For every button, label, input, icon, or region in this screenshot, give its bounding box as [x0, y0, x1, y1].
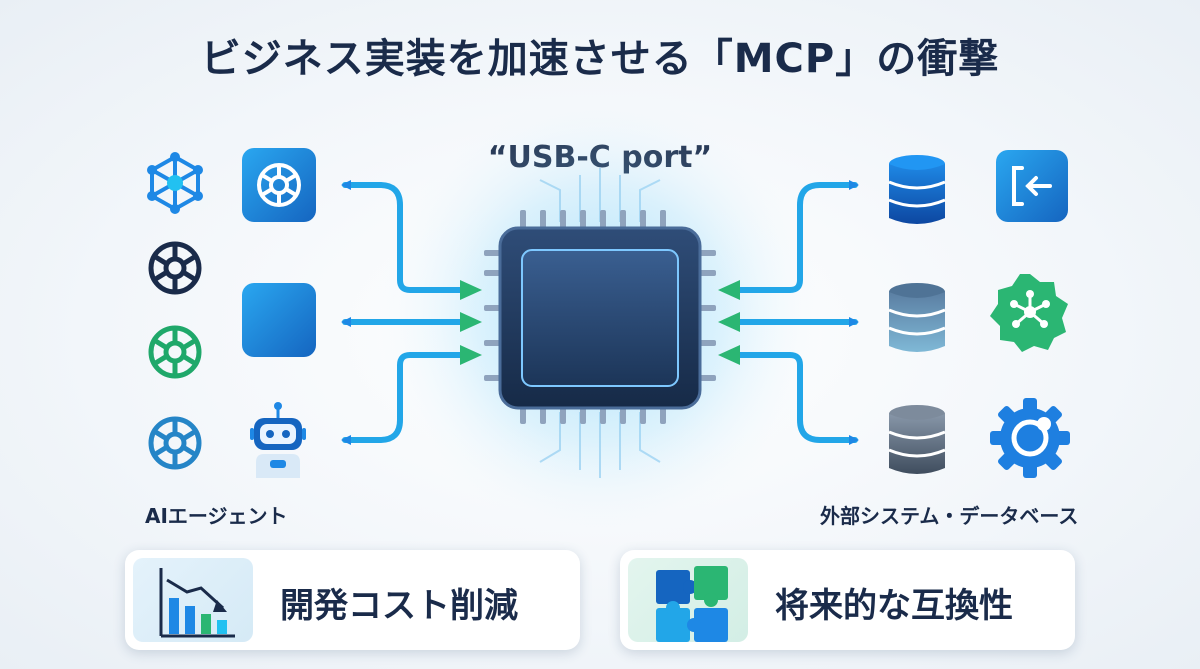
- benefit-icon-box: [133, 558, 253, 642]
- chip-sublabel: (共通規格): [550, 348, 650, 372]
- benefit-card-cost: 開発コスト削減: [125, 550, 580, 650]
- gear-icon: [990, 398, 1070, 478]
- robot-icon: [250, 402, 306, 478]
- database-icon: [888, 405, 946, 474]
- hub-gear-icon: [990, 274, 1068, 352]
- benefit-icon-box: [628, 558, 748, 642]
- benefit-label: 開発コスト削減: [280, 586, 518, 626]
- right-connectors: [727, 180, 859, 445]
- benefit-card-compat: 将来的な互換性: [620, 550, 1075, 650]
- left-input-arrows: [460, 280, 482, 365]
- ai-badge-text: AI: [259, 296, 299, 336]
- chip-label: MCP: [546, 290, 654, 339]
- external-systems-label: 外部システム・データベース: [820, 504, 1079, 528]
- right-input-arrows: [718, 280, 740, 365]
- benefit-label: 将来的な互換性: [775, 586, 1013, 626]
- database-icon: [888, 283, 946, 352]
- page-title: ビジネス実装を加速させる「MCP」の衝撃: [200, 36, 1000, 82]
- left-connectors: [341, 180, 475, 445]
- openai-logo-icon: [148, 416, 202, 470]
- ai-agent-label: AIエージェント: [145, 504, 288, 528]
- openai-logo-icon: [148, 241, 202, 295]
- usb-c-subtitle: “USB-C port”: [487, 140, 713, 175]
- openai-logo-icon: [148, 325, 202, 379]
